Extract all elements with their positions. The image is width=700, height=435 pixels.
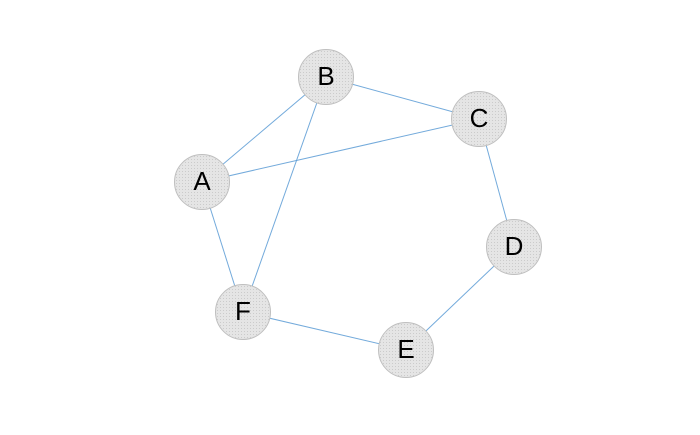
node-label-A: A (193, 166, 211, 196)
node-F[interactable]: F (215, 284, 271, 340)
node-D[interactable]: D (486, 219, 542, 275)
edge-A-C[interactable] (201, 118, 480, 183)
node-E[interactable]: E (378, 322, 434, 378)
node-B[interactable]: B (298, 49, 354, 105)
node-label-E: E (397, 334, 415, 364)
node-label-D: D (504, 231, 524, 261)
node-A[interactable]: A (174, 154, 230, 210)
node-label-C: C (469, 103, 489, 133)
node-C[interactable]: C (451, 91, 507, 147)
node-label-F: F (235, 296, 251, 326)
edge-B-F[interactable] (242, 76, 327, 313)
node-label-B: B (317, 61, 335, 91)
